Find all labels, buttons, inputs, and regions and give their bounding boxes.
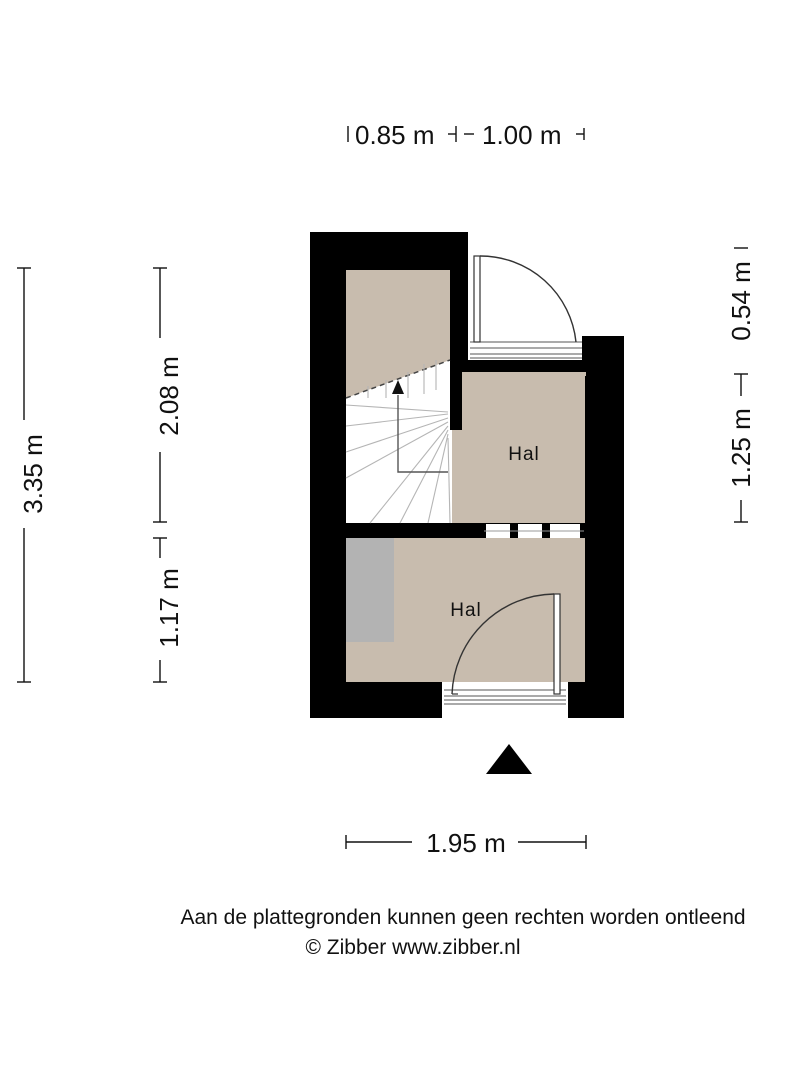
stair-direction-arrow-icon [392, 380, 404, 394]
internal-opening [482, 524, 584, 538]
dimension-top-left: 0.85 m [355, 120, 435, 150]
room-label-hal-upper: Hal [508, 444, 540, 465]
staircase [345, 359, 462, 524]
dimension-right-lower: 1.25 m [726, 408, 756, 488]
front-door [442, 593, 568, 718]
floor-hal-upper [452, 374, 585, 523]
floor-upper-gap [462, 372, 586, 376]
left-total-dimension [17, 267, 31, 683]
dimension-left-total: 3.35 m [18, 434, 48, 514]
dimension-right-upper: 0.54 m [726, 261, 756, 341]
dimension-left-upper: 2.08 m [154, 356, 184, 436]
left-inner-dimension [153, 267, 167, 683]
disclaimer-text: Aan de plattegronden kunnen geen rechten… [180, 906, 746, 929]
dimension-bottom: 1.95 m [426, 828, 506, 858]
cabinet [346, 538, 394, 642]
dimension-top-right: 1.00 m [482, 120, 562, 150]
right-dimension [734, 247, 748, 523]
top-dimension [347, 126, 585, 142]
bottom-dimension [345, 835, 587, 849]
room-label-hal-lower: Hal [450, 600, 482, 621]
dimension-left-lower: 1.17 m [154, 568, 184, 648]
upper-door [468, 255, 582, 360]
entrance-arrow-icon [486, 744, 532, 774]
copyright-text: © Zibber www.zibber.nl [305, 936, 521, 959]
